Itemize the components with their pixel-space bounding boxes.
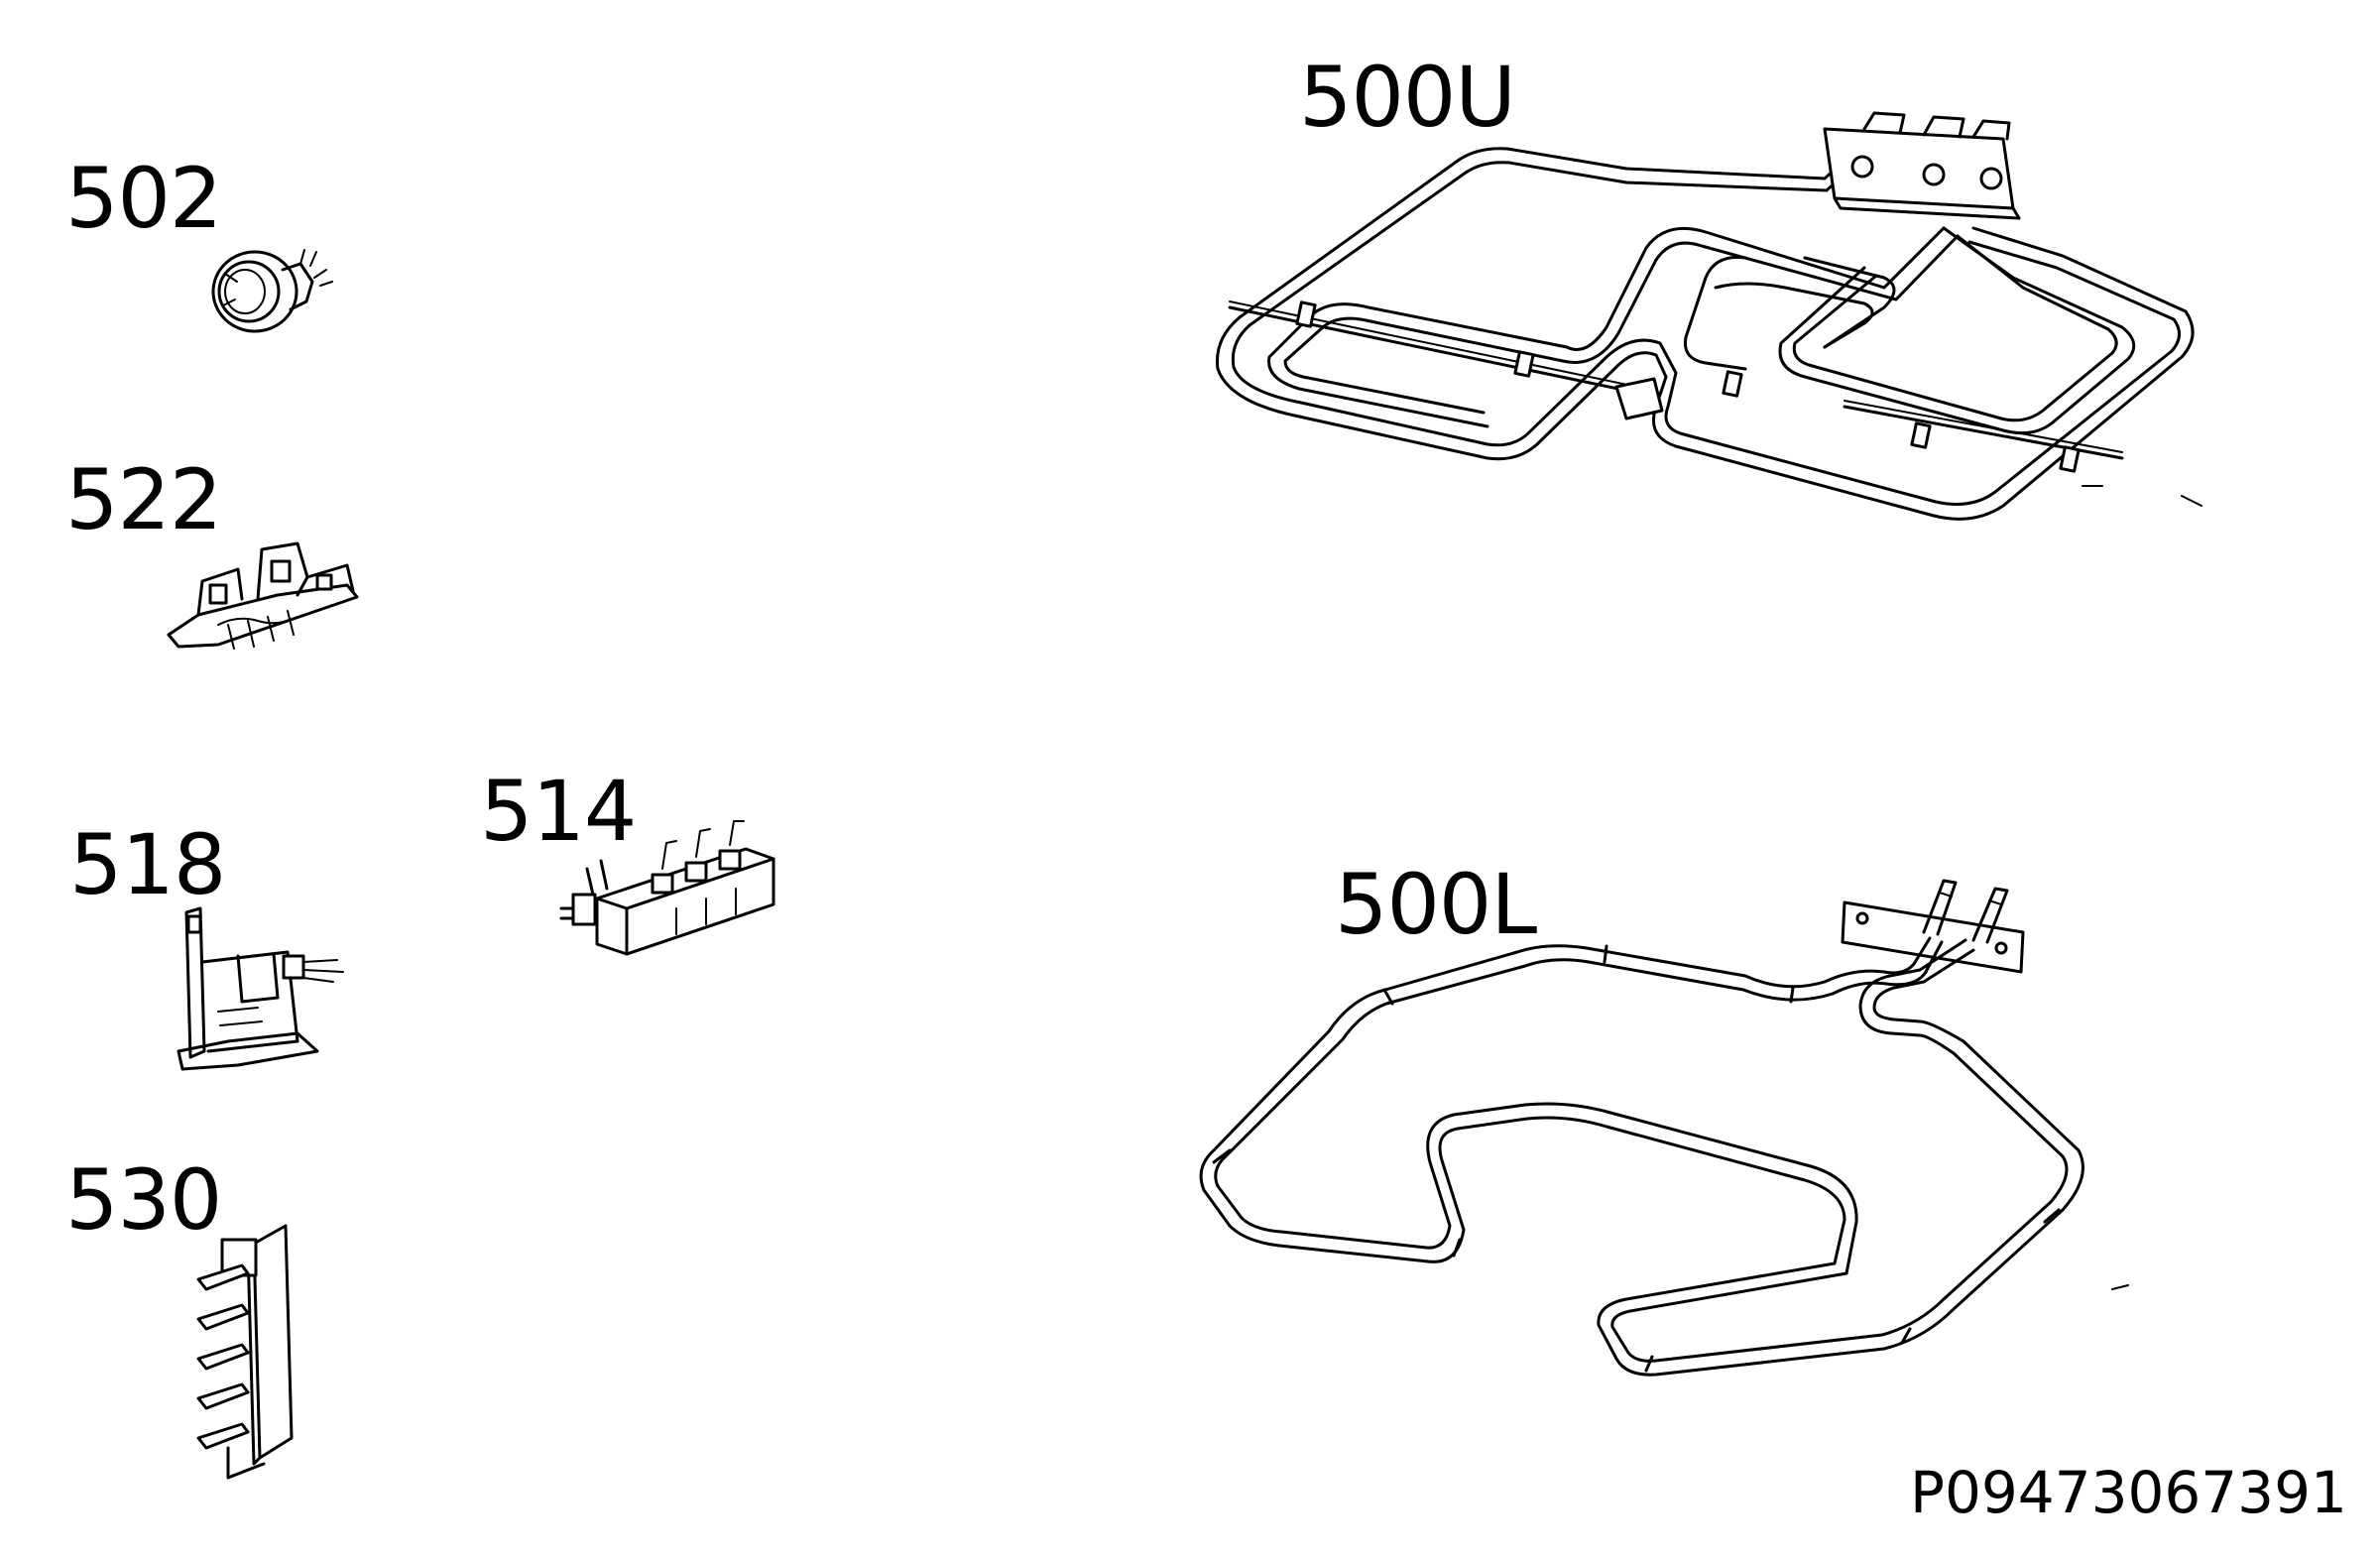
terminal-block-icon <box>188 1220 307 1488</box>
label-500L: 500L <box>1335 856 1537 953</box>
label-514: 514 <box>480 763 637 860</box>
upper-heating-element-icon <box>1190 109 2211 625</box>
bracket-switch-icon <box>169 902 357 1071</box>
drawing-code: P09473067391 <box>1910 1459 2347 1526</box>
thermostat-knob-icon <box>203 230 352 349</box>
label-530: 530 <box>65 1151 222 1249</box>
label-522: 522 <box>65 451 222 548</box>
switch-icon <box>159 526 377 655</box>
ignition-generator-icon <box>557 809 785 968</box>
lower-heating-element-icon <box>1190 873 2211 1408</box>
label-502: 502 <box>65 150 222 247</box>
label-500U: 500U <box>1299 49 1516 146</box>
label-518: 518 <box>69 816 226 913</box>
